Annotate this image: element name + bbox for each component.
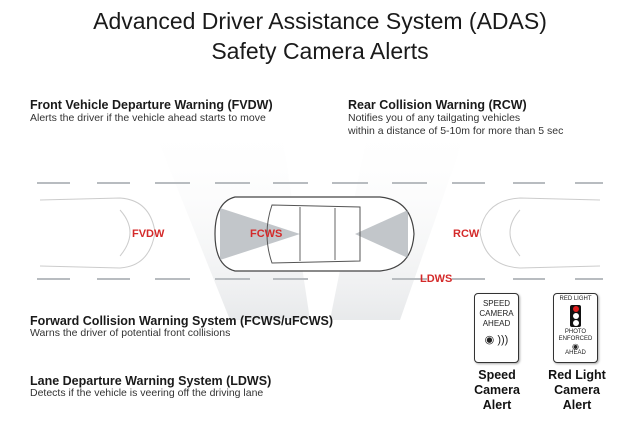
sign-text: AHEAD bbox=[482, 319, 511, 328]
rcw-heading: Rear Collision Warning (RCW) bbox=[348, 98, 527, 112]
red-light-camera-sign: RED LIGHT PHOTO ENFORCED ◉ AHEAD bbox=[553, 293, 598, 363]
camera-icon: ◉ bbox=[572, 342, 579, 351]
fcws-heading: Forward Collision Warning System (FCWS/u… bbox=[30, 314, 334, 328]
caption-line: Alert bbox=[562, 398, 592, 412]
traffic-light-icon bbox=[570, 305, 581, 327]
ldws-description: Detects if the vehicle is veering off th… bbox=[30, 387, 264, 399]
fcws-label: FCWS bbox=[250, 228, 283, 240]
rcw-description-2: within a distance of 5-10m for more than… bbox=[348, 125, 564, 137]
fvdw-label: FVDW bbox=[132, 228, 165, 240]
sign-text: CAMERA bbox=[479, 309, 514, 318]
caption-line: Camera bbox=[474, 383, 520, 397]
camera-icon: ◉ ))) bbox=[484, 334, 509, 346]
ego-car bbox=[214, 196, 415, 272]
caption-line: Red Light bbox=[548, 368, 606, 382]
front-car bbox=[39, 197, 156, 269]
sign-text: PHOTO bbox=[564, 329, 587, 335]
title-line-2: Safety Camera Alerts bbox=[211, 38, 429, 64]
sign-text: SPEED bbox=[482, 299, 511, 308]
ldws-heading: Lane Departure Warning System (LDWS) bbox=[30, 374, 272, 388]
lane-markings bbox=[37, 182, 603, 280]
sign-text: ENFORCED bbox=[558, 336, 593, 342]
caption-line: Speed bbox=[478, 368, 516, 382]
ldws-label: LDWS bbox=[420, 273, 453, 285]
fcws-description: Warns the driver of potential front coll… bbox=[30, 327, 231, 339]
caption-line: Camera bbox=[554, 383, 600, 397]
sign-text: AHEAD bbox=[565, 350, 586, 356]
caption-line: Alert bbox=[482, 398, 512, 412]
fvdw-heading: Front Vehicle Departure Warning (FVDW) bbox=[30, 98, 273, 112]
speed-camera-sign: SPEED CAMERA AHEAD ◉ ))) bbox=[474, 293, 519, 363]
rcw-description-1: Notifies you of any tailgating vehicles bbox=[348, 112, 521, 124]
speed-camera-caption: Speed Camera Alert bbox=[466, 368, 528, 413]
title-line-1: Advanced Driver Assistance System (ADAS) bbox=[93, 8, 547, 34]
rear-car bbox=[479, 197, 601, 269]
rcw-label: RCW bbox=[453, 228, 480, 240]
sign-text: RED LIGHT bbox=[559, 296, 592, 302]
fvdw-description: Alerts the driver if the vehicle ahead s… bbox=[30, 112, 266, 124]
red-light-caption: Red Light Camera Alert bbox=[540, 368, 614, 413]
